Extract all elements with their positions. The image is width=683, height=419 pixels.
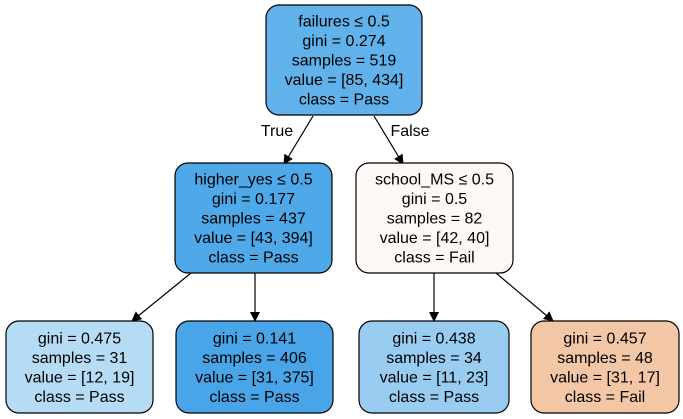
node-text-line: samples = 406 [202, 350, 307, 367]
node-text-line: samples = 82 [387, 211, 483, 228]
node-text-line: class = Pass [34, 389, 124, 406]
edge-root-to-higher [283, 115, 314, 165]
node-text-line: gini = 0.274 [302, 33, 385, 50]
tree-node-higher: higher_yes ≤ 0.5 gini = 0.177 samples = 43… [174, 162, 333, 274]
node-text-line: gini = 0.177 [212, 191, 295, 208]
node-box [175, 320, 334, 414]
node-box [265, 4, 423, 116]
edge-root-to-school [373, 115, 404, 165]
edge-label-false: False [390, 123, 429, 140]
node-text-line: value = [43, 394] [194, 230, 313, 247]
node-box [530, 320, 680, 414]
node-text-line: gini = 0.438 [392, 330, 475, 347]
node-text-line: class = Pass [209, 389, 299, 406]
node-text-line: class = Pass [208, 250, 298, 267]
node-text-line: value = [85, 434] [285, 72, 404, 89]
node-text-line: class = Fail [394, 250, 474, 267]
tree-node-leaf2: gini = 0.141 samples = 406 value = [31, 37… [175, 320, 334, 414]
node-text-line: school_MS ≤ 0.5 [375, 172, 494, 189]
node-text-line: value = [31, 375] [195, 369, 314, 386]
node-text-line: gini = 0.475 [38, 330, 121, 347]
node-text-line: value = [12, 19] [25, 369, 135, 386]
tree-node-leaf1: gini = 0.475 samples = 31 value = [12, 19]… [5, 320, 154, 414]
node-text-line: value = [31, 17] [550, 369, 660, 386]
node-text-line: samples = 519 [292, 53, 397, 70]
node-text-line: samples = 437 [201, 211, 306, 228]
tree-node-leaf4: gini = 0.457 samples = 48 value = [31, 17]… [530, 320, 680, 414]
node-text-line: gini = 0.5 [402, 191, 467, 208]
node-text-line: class = Fail [565, 389, 645, 406]
node-box [5, 320, 154, 414]
edge-label-true: True [261, 123, 293, 140]
node-text-line: class = Pass [299, 92, 389, 109]
node-text-line: value = [11, 23] [380, 369, 489, 386]
node-text-line: failures ≤ 0.5 [298, 14, 390, 31]
node-box [355, 162, 514, 274]
node-text-line: value = [42, 40] [380, 230, 490, 247]
tree-node-leaf3: gini = 0.438 samples = 34 value = [11, 23]… [358, 320, 510, 414]
tree-node-root: failures ≤ 0.5 gini = 0.274 samples = 519 v… [265, 4, 423, 116]
node-text-line: samples = 48 [557, 350, 653, 367]
node-text-line: samples = 34 [386, 350, 482, 367]
node-text-line: gini = 0.457 [563, 330, 646, 347]
tree-nodes: failures ≤ 0.5 gini = 0.274 samples = 519 v… [5, 4, 680, 414]
edge-school-to-leaf4 [495, 272, 554, 322]
node-text-line: class = Pass [389, 389, 479, 406]
node-text-line: gini = 0.141 [213, 330, 296, 347]
node-text-line: samples = 31 [32, 350, 128, 367]
node-box [358, 320, 510, 414]
tree-edges [131, 115, 554, 322]
edge-higher-to-leaf1 [131, 272, 192, 322]
tree-node-school: school_MS ≤ 0.5 gini = 0.5 samples = 82 val… [355, 162, 514, 274]
node-box [174, 162, 333, 274]
node-text-line: higher_yes ≤ 0.5 [194, 172, 312, 189]
